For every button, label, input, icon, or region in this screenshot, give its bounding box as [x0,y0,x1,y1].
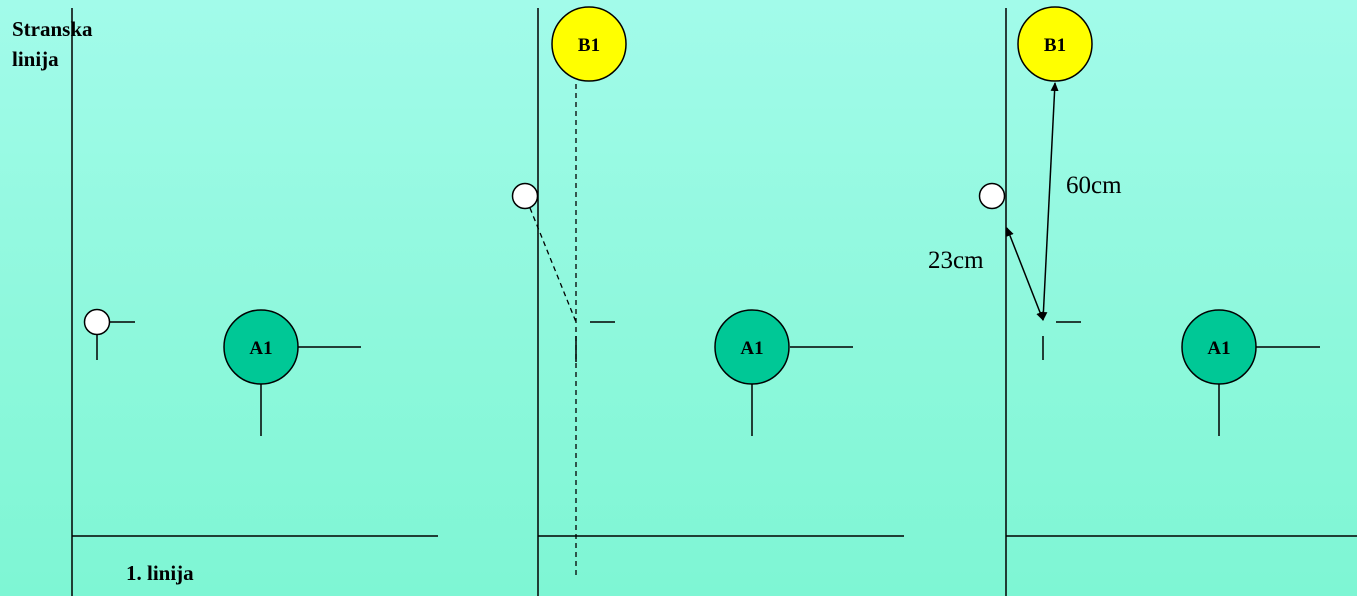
player-a1-label: A1 [740,338,763,359]
player-b1 [1017,6,1093,82]
player-a1-label: A1 [249,338,272,359]
panel-1: Stranska linija 1. linija A1 [12,8,438,596]
player-a1 [1181,309,1257,385]
first-line-label: 1. linija [126,561,194,585]
ball [83,308,111,336]
measure-arrow-23cm [1006,227,1044,321]
measure-label-60cm: 60cm [1066,172,1122,199]
sideline-label-2: linija [12,47,59,71]
player-b1 [551,6,627,82]
player-a1-label: A1 [1207,338,1230,359]
player-b1-label: B1 [578,35,600,56]
dashed-ball-line [529,207,577,323]
player-a1 [223,309,299,385]
ball [978,182,1006,210]
sideline-label-1: Stranska [12,17,93,41]
measure-arrow-60cm [1039,82,1059,321]
panel-2: B1 A1 [511,6,904,596]
player-b1-label: B1 [1044,35,1066,56]
ball [511,182,539,210]
panel-3: 60cm 23cm B1 A1 [928,6,1357,596]
measure-label-23cm: 23cm [928,247,984,274]
player-a1 [714,309,790,385]
